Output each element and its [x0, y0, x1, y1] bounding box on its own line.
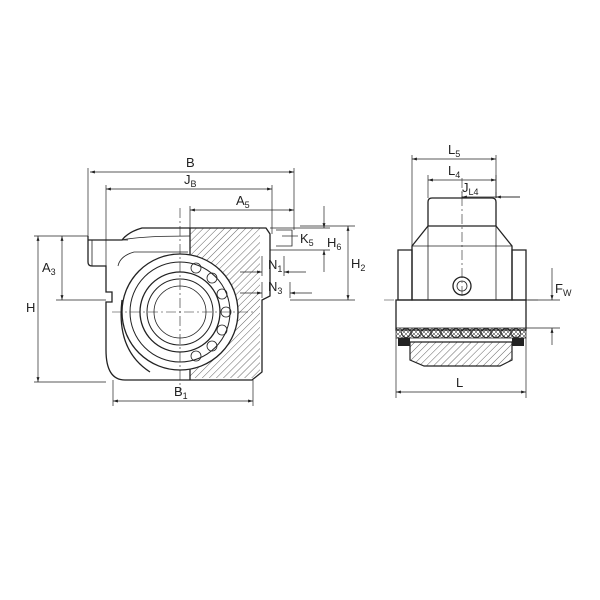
dim-h-label: H: [26, 300, 35, 315]
shaft-circle: [146, 278, 214, 346]
front-view: B JB A5 K5 H6 H2: [26, 155, 365, 406]
housing-inner-step: [91, 235, 191, 266]
base-curve: [120, 299, 151, 373]
dim-a3-label: A3: [42, 260, 56, 277]
side-seal-right: [512, 338, 524, 346]
dim-b1-label: B1: [174, 384, 188, 401]
housing-outline: [87, 227, 271, 381]
side-view: L5 L4 JL4 FW L: [384, 142, 572, 398]
dim-l4-label: L4: [448, 163, 460, 180]
side-seal-strip: [395, 327, 527, 339]
dim-h2-label: H2: [351, 256, 365, 273]
side-rail: [409, 341, 513, 367]
side-seal-left: [398, 338, 410, 346]
dim-l5-label: L5: [448, 142, 460, 159]
side-right-flange: [511, 249, 527, 301]
side-base-outline: [395, 299, 527, 331]
dim-k5-label: K5: [300, 231, 314, 248]
dim-n3-label: N3: [268, 279, 282, 296]
dim-l-label: L: [456, 375, 463, 390]
dim-jb-label: JB: [184, 172, 197, 189]
dim-n1-label: N1: [268, 257, 282, 274]
housing-rounded-left: [117, 251, 188, 267]
dim-fw-label: FW: [555, 281, 572, 298]
side-left-flange: [397, 249, 413, 301]
dim-a5-label: A5: [236, 193, 250, 210]
dim-b-label: B: [186, 155, 195, 170]
k5-slot: [276, 229, 293, 247]
dim-jl4-label: JL4: [462, 180, 479, 197]
dim-h6-label: H6: [327, 235, 341, 252]
